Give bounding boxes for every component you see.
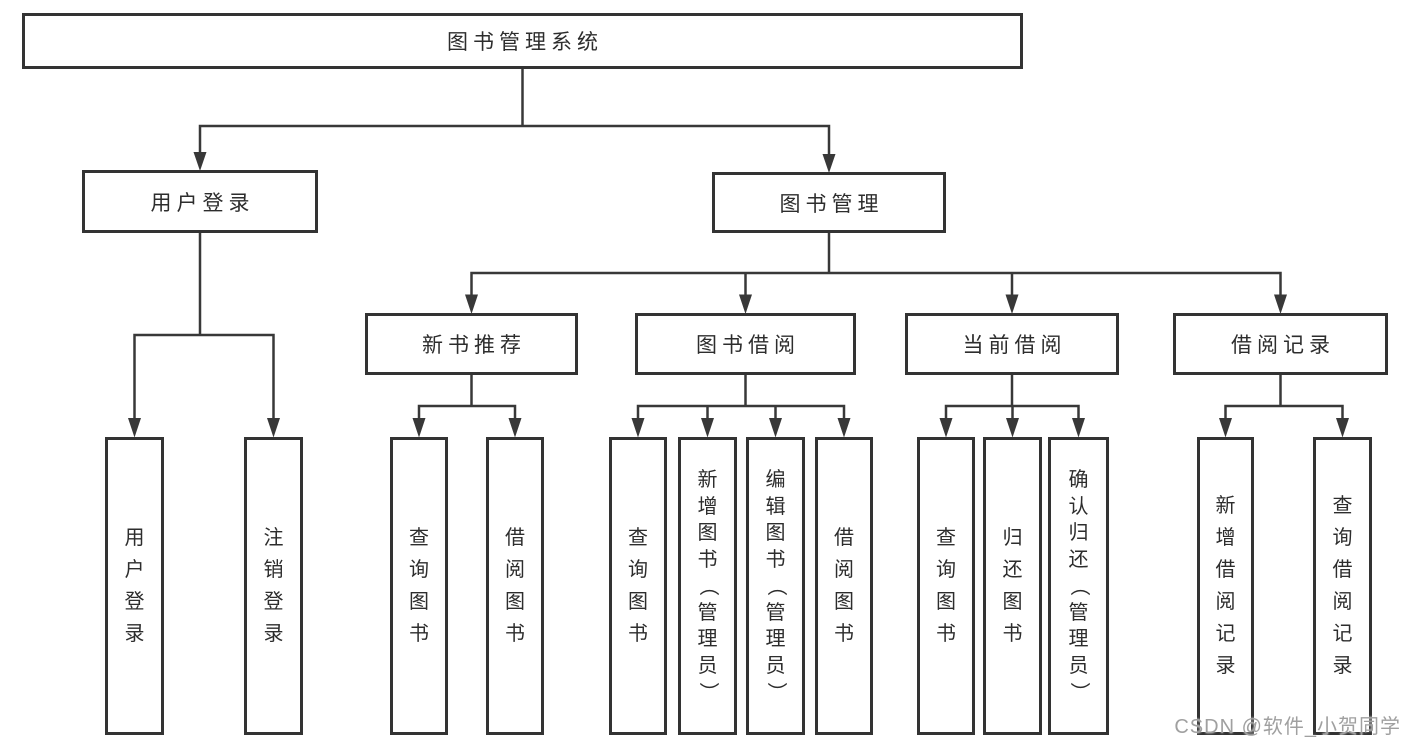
node-book-borrow-label: 图书借阅	[696, 334, 800, 357]
node-leaf-confirm-return-admin: 确认归还（管理员）	[1048, 437, 1109, 735]
node-root-label: 图书管理系统	[447, 31, 603, 54]
connector-book-borrow-children	[631, 375, 851, 438]
node-borrow-records: 借阅记录	[1173, 313, 1388, 375]
node-leaf-borrow-books-recommend: 借阅图书	[486, 437, 544, 735]
connector-current-borrow-children	[939, 375, 1085, 438]
node-leaf-user-login: 用户登录	[105, 437, 164, 735]
node-user-login: 用户登录	[82, 170, 318, 233]
node-book-management: 图书管理	[712, 172, 946, 233]
node-leaf-query-books-recommend: 查询图书	[390, 437, 448, 735]
node-leaf-query-books-borrow: 查询图书	[609, 437, 667, 735]
node-leaf-query-borrow-record: 查询借阅记录	[1313, 437, 1372, 735]
node-user-login-label: 用户登录	[150, 191, 255, 215]
node-new-book-recommend: 新书推荐	[365, 313, 578, 375]
node-leaf-return-book: 归还图书	[983, 437, 1042, 735]
node-leaf-add-book-admin: 新增图书（管理员）	[678, 437, 737, 735]
node-borrow-records-label: 借阅记录	[1231, 334, 1335, 357]
node-new-book-recommend-label: 新书推荐	[422, 334, 526, 357]
connector-new-book-children	[412, 375, 522, 438]
node-leaf-edit-book-admin: 编辑图书（管理员）	[746, 437, 805, 735]
connector-borrow-records-children	[1219, 375, 1349, 438]
node-leaf-borrow-books: 借阅图书	[815, 437, 873, 735]
connector-book-management-children	[465, 233, 1287, 314]
connector-user-login-children	[128, 233, 280, 438]
node-leaf-logout: 注销登录	[244, 437, 303, 735]
node-root: 图书管理系统	[22, 13, 1023, 69]
node-current-borrow: 当前借阅	[905, 313, 1119, 375]
node-leaf-query-books-current: 查询图书	[917, 437, 975, 735]
node-book-management-label: 图书管理	[779, 192, 884, 216]
connector-root-to-level2	[193, 69, 836, 173]
node-current-borrow-label: 当前借阅	[962, 334, 1067, 357]
node-leaf-add-borrow-record: 新增借阅记录	[1197, 437, 1254, 735]
node-book-borrow: 图书借阅	[635, 313, 856, 375]
